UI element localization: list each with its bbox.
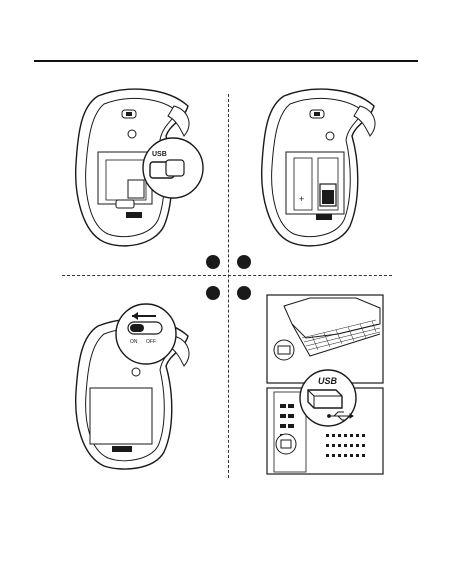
switch-on-label: ON (130, 339, 138, 345)
svg-text:+: + (299, 194, 304, 204)
panel-connect-receiver: USB (266, 294, 384, 476)
step-marker-2 (237, 255, 251, 269)
switch-off-label: OFF (146, 339, 156, 345)
panel-battery-compartment: + (256, 84, 391, 252)
panel-remove-receiver: USB (70, 84, 205, 252)
usb-label-large: USB (318, 376, 338, 386)
step-marker-3 (206, 286, 220, 300)
computer-usb-illustration: USB (266, 294, 384, 476)
mouse-bottom-switch-illustration: ON OFF (70, 296, 205, 472)
mouse-bottom-battery-illustration: + (256, 84, 391, 252)
step-marker-4 (237, 286, 251, 300)
vertical-divider (228, 94, 229, 478)
panel-power-switch: ON OFF (70, 296, 205, 472)
usb-label: USB (152, 151, 167, 158)
header-rule (34, 60, 418, 62)
mouse-bottom-illustration: USB (70, 84, 205, 252)
horizontal-divider (62, 275, 392, 276)
step-marker-1 (206, 255, 220, 269)
